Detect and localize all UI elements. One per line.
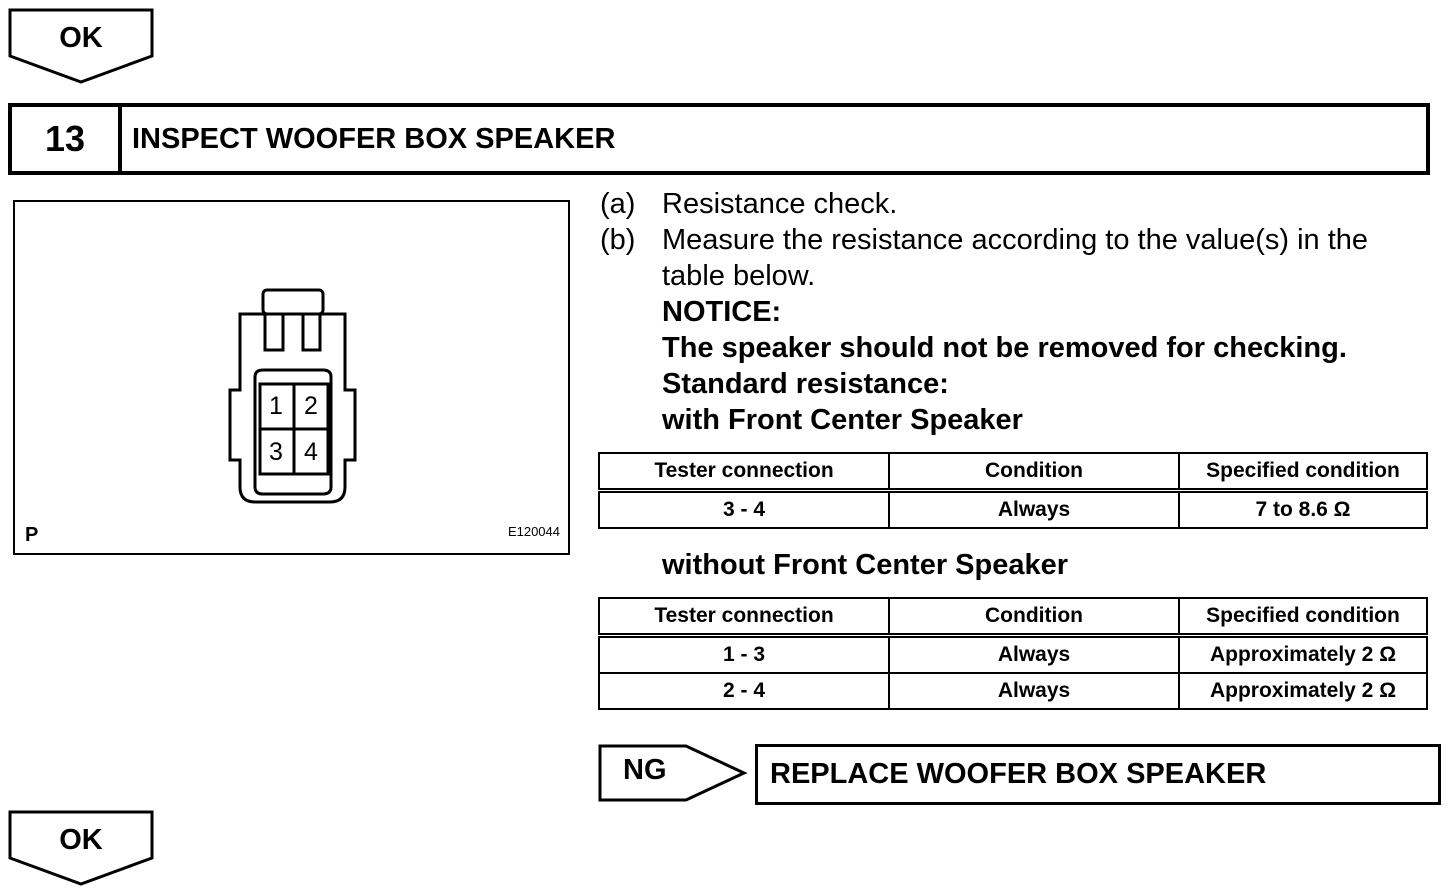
ng-label: NG — [623, 754, 667, 786]
figure-corner-letter: P — [25, 524, 39, 546]
figure-code: E120044 — [507, 524, 560, 539]
ng-action-box: REPLACE WOOFER BOX SPEAKER — [755, 744, 1441, 805]
down-arrow-icon — [8, 8, 154, 84]
standard-title: Standard resistance: — [662, 368, 949, 400]
ok-label-top: OK — [59, 22, 103, 54]
notice-title: NOTICE: — [662, 296, 782, 328]
cell-condition: Always — [888, 489, 1180, 529]
step-number: 13 — [12, 107, 122, 171]
with-center-speaker-heading: with Front Center Speaker — [662, 404, 1023, 436]
ok-arrow-bottom[interactable]: OK — [8, 810, 154, 886]
header-specified-condition: Specified condition — [1178, 452, 1428, 493]
table-row: 2 - 4 Always Approximately 2 Ω — [598, 672, 1428, 710]
ok-label-bottom: OK — [59, 824, 103, 856]
resistance-table-without-center: Tester connection Condition Specified co… — [598, 597, 1428, 710]
pin-4: 4 — [304, 438, 318, 466]
cell-tester-connection: 2 - 4 — [598, 672, 890, 710]
down-arrow-icon — [8, 810, 154, 886]
ok-arrow-top[interactable]: OK — [8, 8, 154, 84]
cell-specified-condition: Approximately 2 Ω — [1178, 672, 1428, 710]
cell-condition: Always — [888, 634, 1180, 674]
step-a-text: Resistance check. — [662, 188, 898, 220]
connector-drawing — [228, 288, 357, 504]
resistance-table-with-center: Tester connection Condition Specified co… — [598, 452, 1428, 529]
step-b-text-2: table below. — [662, 260, 816, 292]
step-b-text-1: Measure the resistance according to the … — [662, 224, 1369, 256]
header-condition: Condition — [888, 452, 1180, 493]
pin-1: 1 — [269, 392, 283, 420]
right-arrow-icon[interactable] — [598, 744, 748, 802]
connector-figure: 1 2 3 4 P E120044 — [13, 200, 570, 555]
pin-3: 3 — [269, 438, 283, 466]
cell-specified-condition: 7 to 8.6 Ω — [1178, 489, 1428, 529]
cell-condition: Always — [888, 672, 1180, 710]
table-row: 1 - 3 Always Approximately 2 Ω — [598, 634, 1428, 674]
without-center-speaker-heading: without Front Center Speaker — [662, 549, 1069, 581]
header-tester-connection: Tester connection — [598, 452, 890, 493]
table-row: 3 - 4 Always 7 to 8.6 Ω — [598, 489, 1428, 529]
notice-text: The speaker should not be removed for ch… — [662, 332, 1347, 364]
step-title: INSPECT WOOFER BOX SPEAKER — [132, 122, 616, 155]
cell-tester-connection: 3 - 4 — [598, 489, 890, 529]
cell-specified-condition: Approximately 2 Ω — [1178, 634, 1428, 674]
header-tester-connection: Tester connection — [598, 597, 890, 638]
step-a-marker: (a) — [600, 188, 636, 220]
header-condition: Condition — [888, 597, 1180, 638]
pin-2: 2 — [304, 392, 318, 420]
step-b-marker: (b) — [600, 224, 636, 256]
header-specified-condition: Specified condition — [1178, 597, 1428, 638]
step-header: 13 INSPECT WOOFER BOX SPEAKER — [8, 103, 1430, 175]
cell-tester-connection: 1 - 3 — [598, 634, 890, 674]
